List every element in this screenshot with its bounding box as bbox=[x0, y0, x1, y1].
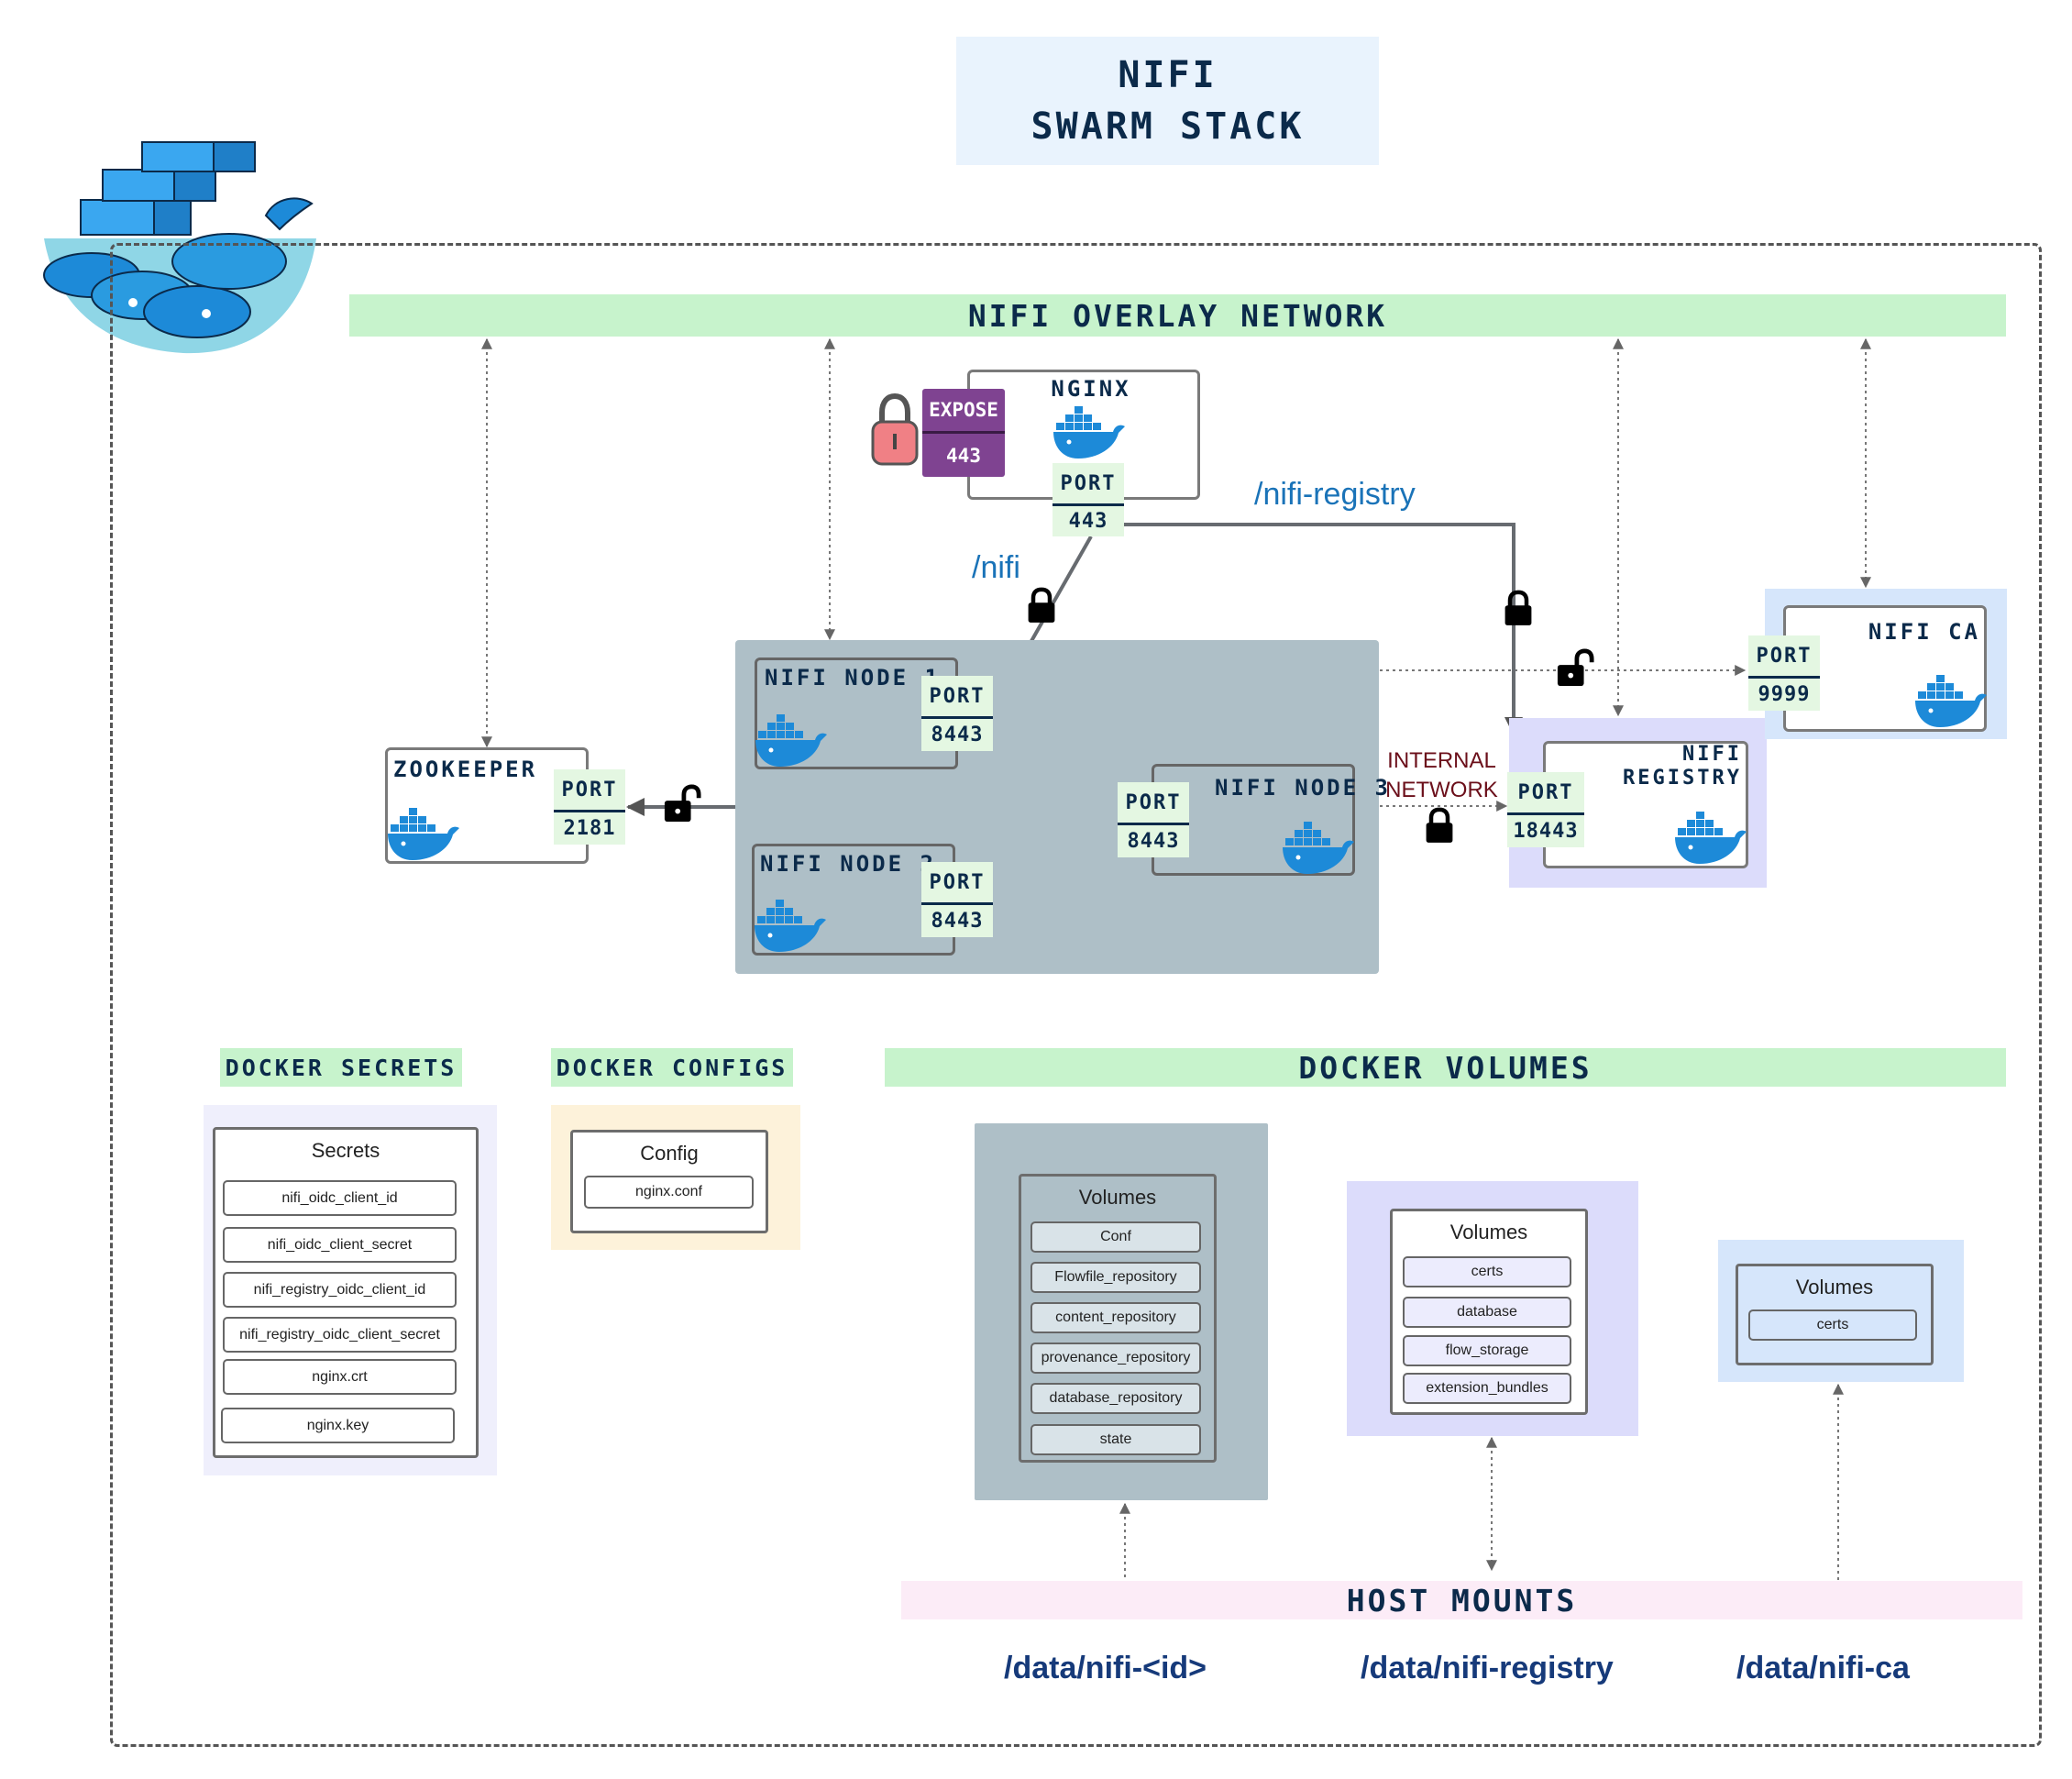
volumes-title: Volumes bbox=[1078, 1186, 1157, 1209]
port-label: PORT bbox=[1118, 782, 1189, 825]
host-mount-path: /data/nifi-<id> bbox=[1004, 1651, 1207, 1685]
volumes-title: Volumes bbox=[1449, 1221, 1528, 1243]
nginx-label: NGINX bbox=[1051, 376, 1131, 402]
docker-volumes-label: DOCKER VOLUMES bbox=[1298, 1049, 1593, 1086]
overlay-network-label: NIFI OVERLAY NETWORK bbox=[967, 297, 1388, 334]
nifi-node-1-port: PORT 8443 bbox=[921, 676, 993, 751]
page-title: NIFI SWARM STACK bbox=[956, 37, 1379, 165]
volume-item[interactable]: provenance_repository bbox=[1030, 1343, 1201, 1374]
nifi-node-2-port: PORT 8443 bbox=[921, 862, 993, 937]
volume-item[interactable]: database_repository bbox=[1030, 1383, 1201, 1414]
expose-label: EXPOSE bbox=[922, 389, 1005, 434]
host-mount-path: /data/nifi-registry bbox=[1361, 1651, 1614, 1685]
secret-item[interactable]: nginx.key bbox=[221, 1408, 455, 1443]
docker-configs-header: DOCKER CONFIGS bbox=[551, 1048, 793, 1087]
nifi-node-2-label: NIFI NODE 2 bbox=[760, 851, 936, 877]
host-mount-path: /data/nifi-ca bbox=[1736, 1651, 1910, 1685]
docker-volumes-header: DOCKER VOLUMES bbox=[885, 1048, 2006, 1087]
volume-item[interactable]: certs bbox=[1748, 1309, 1917, 1341]
secret-item[interactable]: nifi_registry_oidc_client_secret bbox=[223, 1317, 457, 1353]
route-nifi-registry: /nifi-registry bbox=[1254, 477, 1416, 512]
nifi-registry-port: PORT 18443 bbox=[1507, 772, 1584, 847]
port-value: 18443 bbox=[1513, 820, 1579, 843]
volume-item[interactable]: content_repository bbox=[1030, 1302, 1201, 1333]
internal-network-line-1: INTERNAL bbox=[1387, 748, 1496, 773]
expose-port: 443 bbox=[946, 444, 981, 467]
expose-badge: EXPOSE 443 bbox=[922, 389, 1005, 477]
nifi-node-3-port: PORT 8443 bbox=[1118, 782, 1189, 857]
config-item[interactable]: nginx.conf bbox=[584, 1176, 754, 1209]
nifi-ca-port: PORT 9999 bbox=[1748, 635, 1820, 711]
port-value: 8443 bbox=[1127, 830, 1180, 853]
zookeeper-label: ZOOKEEPER bbox=[393, 757, 538, 782]
nifi-registry-line-2: REGISTRY bbox=[1623, 767, 1742, 790]
port-label: PORT bbox=[1748, 635, 1820, 679]
port-label: PORT bbox=[1053, 463, 1124, 506]
port-value: 8443 bbox=[931, 910, 984, 933]
volume-item[interactable]: Flowfile_repository bbox=[1030, 1262, 1201, 1293]
secret-item[interactable]: nifi_registry_oidc_client_id bbox=[223, 1272, 457, 1308]
swarm-boundary bbox=[110, 243, 2042, 1747]
docker-whale-icon bbox=[388, 808, 459, 860]
host-mounts-label: HOST MOUNTS bbox=[1346, 1582, 1578, 1619]
volume-item[interactable]: extension_bundles bbox=[1403, 1373, 1571, 1404]
port-label: PORT bbox=[554, 769, 625, 812]
host-mounts-header: HOST MOUNTS bbox=[901, 1581, 2022, 1619]
nifi-node-3-label: NIFI NODE 3 bbox=[1215, 775, 1391, 801]
port-value: 443 bbox=[1068, 510, 1108, 533]
volume-item[interactable]: database bbox=[1403, 1297, 1571, 1328]
secret-item[interactable]: nginx.crt bbox=[223, 1359, 457, 1395]
docker-whale-icon bbox=[1915, 675, 1987, 727]
docker-whale-icon bbox=[1675, 812, 1747, 864]
route-nifi: /nifi bbox=[972, 550, 1020, 585]
docker-whale-icon bbox=[1283, 822, 1354, 874]
port-label: PORT bbox=[921, 676, 993, 719]
config-title: Config bbox=[640, 1142, 699, 1165]
nifi-node-1-label: NIFI NODE 1 bbox=[765, 665, 941, 691]
secret-item[interactable]: nifi_oidc_client_id bbox=[223, 1180, 457, 1216]
internal-network-label: INTERNAL NETWORK bbox=[1375, 746, 1508, 805]
nginx-port: PORT 443 bbox=[1053, 463, 1124, 536]
docker-whale-icon bbox=[755, 714, 827, 767]
docker-configs-label: DOCKER CONFIGS bbox=[556, 1054, 788, 1081]
docker-whale-icon bbox=[755, 900, 826, 952]
secret-item[interactable]: nifi_oidc_client_secret bbox=[223, 1227, 457, 1263]
port-value: 8443 bbox=[931, 724, 984, 746]
port-label: PORT bbox=[1507, 772, 1584, 815]
nifi-registry-line-1: NIFI bbox=[1682, 743, 1742, 766]
volume-item[interactable]: Conf bbox=[1030, 1221, 1201, 1253]
docker-whale-icon bbox=[1053, 406, 1125, 459]
secrets-title: Secrets bbox=[311, 1139, 380, 1162]
internal-network-line-2: NETWORK bbox=[1385, 778, 1498, 802]
nifi-registry-label: NIFI REGISTRY bbox=[1614, 743, 1742, 790]
volumes-title: Volumes bbox=[1795, 1276, 1874, 1298]
overlay-network-bar: NIFI OVERLAY NETWORK bbox=[349, 294, 2006, 337]
title-line-2: SWARM STACK bbox=[1030, 105, 1305, 148]
zookeeper-port: PORT 2181 bbox=[554, 769, 625, 845]
volume-item[interactable]: state bbox=[1030, 1424, 1201, 1455]
port-value: 2181 bbox=[563, 817, 616, 840]
title-line-1: NIFI bbox=[1118, 54, 1218, 96]
nifi-ca-label: NIFI CA bbox=[1868, 619, 1980, 645]
docker-secrets-label: DOCKER SECRETS bbox=[225, 1054, 457, 1081]
volume-item[interactable]: certs bbox=[1403, 1256, 1571, 1287]
port-label: PORT bbox=[921, 862, 993, 905]
port-value: 9999 bbox=[1758, 683, 1811, 706]
volume-item[interactable]: flow_storage bbox=[1403, 1335, 1571, 1366]
docker-secrets-header: DOCKER SECRETS bbox=[220, 1048, 462, 1087]
padlock-icon bbox=[871, 392, 919, 466]
